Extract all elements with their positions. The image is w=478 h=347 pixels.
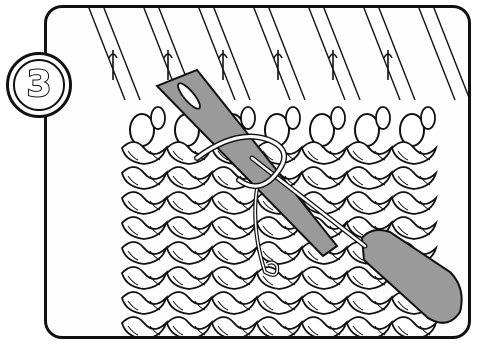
knit-stitch [212, 267, 256, 289]
knit-stitch [302, 267, 346, 289]
step-number-ring: 3 [13, 59, 65, 111]
knit-stitch [167, 192, 211, 214]
knit-stitch [122, 217, 166, 239]
knitting-illustration [47, 8, 468, 336]
knit-stitch [122, 267, 166, 289]
knit-stitch [212, 192, 256, 214]
knit-stitch [212, 242, 256, 264]
knit-stitch [167, 292, 211, 314]
knit-stitch [347, 167, 391, 189]
yarn-strand [307, 8, 345, 100]
live-stitch-loops [130, 107, 435, 146]
knit-stitch [167, 267, 211, 289]
knit-stitch [167, 242, 211, 264]
stitch-loop-back [331, 107, 345, 129]
knit-stitch [167, 167, 211, 189]
stitch-loop-back [151, 107, 165, 129]
knit-stitch [122, 292, 166, 314]
knit-stitch [347, 292, 391, 314]
step-number-badge: 3 [6, 52, 72, 118]
yarn-strand [362, 8, 400, 100]
yarn-strand [252, 8, 290, 100]
knit-stitch [122, 167, 166, 189]
yarn-strand [87, 8, 125, 100]
knit-stitch [302, 167, 346, 189]
step-number: 3 [26, 67, 51, 103]
knit-stitch [392, 167, 436, 189]
knit-stitch [122, 192, 166, 214]
knit-stitch [212, 217, 256, 239]
knit-stitch [257, 292, 301, 314]
illustration-frame [44, 5, 471, 339]
knit-stitch [392, 217, 436, 239]
knit-stitch [122, 242, 166, 264]
loose-yarn-strands [87, 8, 468, 100]
knit-stitch [167, 217, 211, 239]
stitch-loop-back [286, 107, 300, 129]
knit-stitch [302, 292, 346, 314]
knit-stitch [212, 292, 256, 314]
yarn-strand [417, 8, 455, 100]
stitch-loop-back [241, 107, 255, 129]
stitch-loop-back [376, 107, 390, 129]
knit-stitch [347, 192, 391, 214]
stitch-loop-back [421, 107, 435, 129]
knit-stitch [392, 192, 436, 214]
